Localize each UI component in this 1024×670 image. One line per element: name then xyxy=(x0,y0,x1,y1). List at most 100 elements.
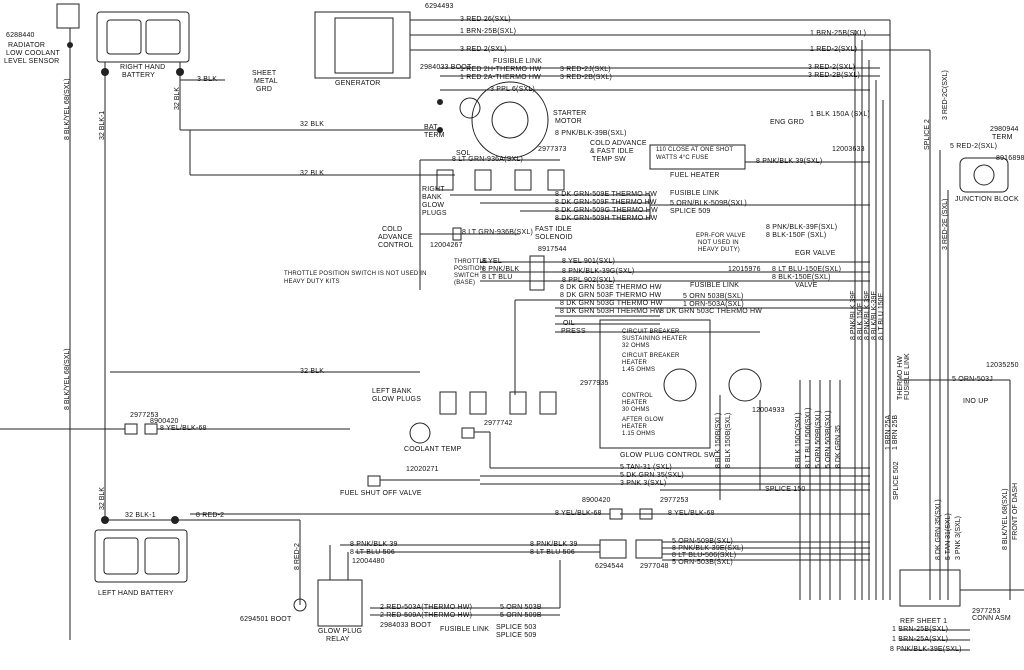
wire-pnk-39f-v2: 8 PNK/BLK 39F xyxy=(864,290,871,340)
wire-orn-509b: 5 ORN-509B(SXL) xyxy=(672,538,733,545)
wire-orn-509b-low: 5 ORN 509B xyxy=(500,612,542,619)
left-battery-label: LEFT HAND BATTERY xyxy=(98,590,174,597)
starter-label-1: STARTER xyxy=(553,110,587,117)
cold-adv-sw-part: 2977373 xyxy=(538,146,567,153)
throttle-4: (BASE) xyxy=(454,280,476,286)
boot-6294501 xyxy=(293,598,307,612)
fusible-link-503: FUSIBLE LINK xyxy=(690,282,740,289)
bat-term-label-1: BAT xyxy=(424,124,438,131)
wire-dk-grn-35-r: 8 DK GRN 35(SXL) xyxy=(935,499,942,560)
sheet-metal-grd-2: METAL xyxy=(254,78,278,85)
radiator-sensor-box xyxy=(56,3,80,29)
wire-dk-grn-35-v: 8 DK GRN 35 xyxy=(835,425,842,468)
junction-term: 2980944 xyxy=(990,126,1019,133)
glow-right-2: BANK xyxy=(422,194,442,201)
gpc-ag2: HEATER xyxy=(622,424,648,430)
fuel-shutoff-part: 12020271 xyxy=(406,466,439,473)
wire-brn-25a-v: 1 BRN 25A xyxy=(885,414,892,450)
fuel-heater-part: 12003633 xyxy=(832,146,865,153)
glow-right-3: GLOW xyxy=(422,202,445,209)
gpc-cb1b: SUSTAINING HEATER xyxy=(622,336,688,342)
oil-press-2: PRESS xyxy=(561,328,586,335)
wire-pnk-39-a: 8 PNK/BLK 39 xyxy=(350,541,398,548)
wire-blk-150f-v: 8 BLK 150F xyxy=(857,303,864,340)
wire-32-blk-lower: 32 BLK xyxy=(99,487,106,510)
ref-sheet-conn: CONN ASM xyxy=(972,615,1011,622)
bat-term-label-2: TERM xyxy=(424,132,445,139)
gpc-ag: AFTER GLOW xyxy=(622,417,664,423)
junction-block-box xyxy=(959,157,1009,193)
wire-32-blk-1-bottom: 32 BLK-1 xyxy=(125,512,156,519)
connector-2977048 xyxy=(635,539,663,559)
cold-advance-part: 12004267 xyxy=(430,242,463,249)
wire-ppl-902: 8 PPL 902(SXL) xyxy=(562,277,616,284)
splice-509-low-label: SPLICE 509 xyxy=(496,632,537,639)
connector-12015976: 12015976 xyxy=(728,266,761,273)
splice-150-label: SPLICE 150 xyxy=(765,486,806,493)
connector-2977935: 2977935 xyxy=(580,380,609,387)
wire-blk-150b-v2: 8 BLK 150B(SXL) xyxy=(725,412,732,468)
wire-pnk-39f-v: 8 PNK/BLK 39F xyxy=(850,290,857,340)
right-battery-body xyxy=(96,11,190,63)
wire-pnk-3-r: 3 PNK 3(SXL) xyxy=(955,516,962,560)
wire-orn-503b-v: 5 ORN 503B(SXL) xyxy=(825,410,832,468)
connector-2977253-mid: 2977253 xyxy=(660,497,689,504)
glow-right-4: PLUGS xyxy=(422,210,447,217)
splice-503-label: SPLICE 503 xyxy=(496,624,537,631)
glow-left-1: LEFT BANK xyxy=(372,388,412,395)
wire-blk-150b-v: 8 BLK 150B(SXL) xyxy=(715,412,722,468)
wire-32-blk-b: 32 BLK xyxy=(300,170,325,177)
relay-label-1: GLOW PLUG xyxy=(318,628,363,635)
wire-red-2a: 1 RED 2A-THERMO HW xyxy=(460,74,541,81)
wire-pnk-39f: 8 PNK/BLK-39F(SXL) xyxy=(766,224,838,231)
wire-tan-31: 5 TAN-31 (SXL) xyxy=(620,464,672,471)
coolant-temp-part: 2977742 xyxy=(484,420,513,427)
boot-label-2: 6294501 BOOT xyxy=(240,616,292,623)
wire-orn-503b: 5 ORN 503B(SXL) xyxy=(683,293,744,300)
wire-509h: 8 DK GRN-509H THERMO HW xyxy=(555,215,658,222)
fuel-heater-box-2: WATTS 4°C FUSE xyxy=(656,155,709,161)
gpc-cb1c: 32 OHMS xyxy=(622,343,650,349)
ref-sheet-1: REF SHEET 1 xyxy=(900,618,948,625)
cold-advance-3: CONTROL xyxy=(378,242,414,249)
starter-motor xyxy=(471,81,549,159)
wire-3-ppl-6: 3 PPL 6(SXL) xyxy=(490,86,535,93)
relay-label-2: RELAY xyxy=(326,636,350,643)
oil-press-1: OIL xyxy=(563,320,575,327)
wire-yel-blk-68-b: 8 YEL/BLK-68 xyxy=(555,510,602,517)
wire-503h: 8 DK GRN 503H THERMO HW xyxy=(560,308,663,315)
wire-509g: 8 DK GRN-509G THERMO HW xyxy=(555,207,658,214)
coolant-temp-label: COOLANT TEMP xyxy=(404,446,462,453)
wire-503f: 8 DK GRN 503F THERMO HW xyxy=(560,292,662,299)
wire-lt-blu-150e-v: 8 LT BLU 150E xyxy=(878,292,885,340)
wire-blk-yel-68-top: 8 BLK/YEL 68(SXL) xyxy=(64,78,71,140)
relay-part: 12004480 xyxy=(352,558,385,565)
gpc-cb2: CIRCUIT BREAKER xyxy=(622,353,680,359)
fusible-link-low: FUSIBLE LINK xyxy=(440,626,490,633)
fusible-link-top: FUSIBLE LINK xyxy=(493,58,543,65)
connector-2977253-left: 2977253 xyxy=(130,412,159,419)
wire-blk-150f: 8 BLK-150F (SXL) xyxy=(766,232,827,239)
right-battery-label-2: BATTERY xyxy=(122,72,156,79)
wire-1-brn-25b-right: 1 BRN-25B(SXL) xyxy=(810,30,867,37)
wire-brn-25a-ref: 1 BRN-25A(SXL) xyxy=(892,636,949,643)
junction-part-2: 8916898 xyxy=(996,155,1024,162)
cold-advance-2: ADVANCE xyxy=(378,234,413,241)
wire-8-red-2-vert: 8 RED-2 xyxy=(294,543,301,570)
wire-red-2b-r: 3 RED-2B(SXL) xyxy=(808,72,861,79)
throttle-switch-box xyxy=(529,255,545,291)
wire-red-2h: 1 RED 2H-THERMO HW xyxy=(460,66,542,73)
wire-pnk-blk-39-fh: 8 PNK/BLK 39(SXL) xyxy=(756,158,823,165)
connector-2977048-label: 2977048 xyxy=(640,563,669,570)
wire-red-509a: 2 RED-509A(THERMO HW) xyxy=(380,612,473,619)
gpc-ch3: 30 OHMS xyxy=(622,407,650,413)
junction-term-2: TERM xyxy=(992,134,1013,141)
wire-32-blk-right: 32 BLK xyxy=(174,87,181,110)
radiator-sensor-label-3: LEVEL SENSOR xyxy=(4,58,60,65)
wire-orn-509b-v: 5 ORN 509B(SXL) xyxy=(815,410,822,468)
wire-tan-31-r: 5 TAN 31(SXL) xyxy=(945,513,952,560)
wire-orn-blk-509b: 5 ORN/BLK-509B(SXL) xyxy=(670,200,747,207)
wire-8-red-2: 8 RED-2 xyxy=(196,512,225,519)
wire-brn-25b-v: 1 BRN 25B xyxy=(892,414,899,450)
splice-502: SPLICE 502 xyxy=(893,461,900,500)
